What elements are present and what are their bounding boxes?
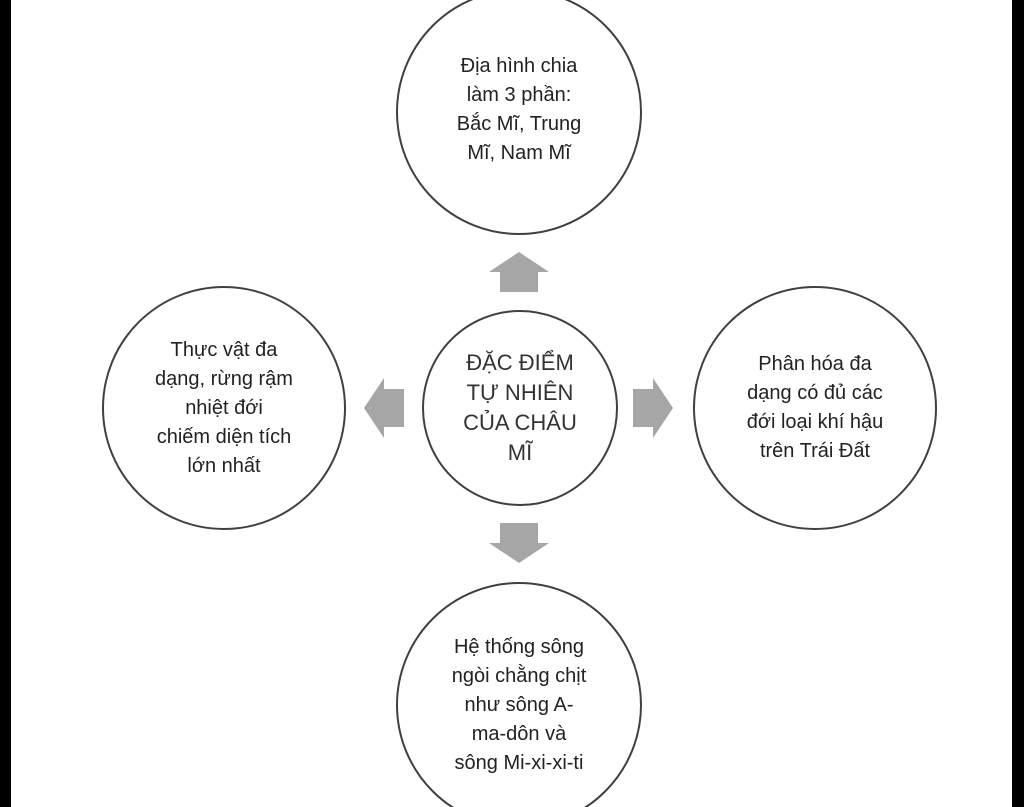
left-text-line: lớn nhất (187, 454, 261, 477)
arrow-down-icon (489, 523, 549, 563)
right-text-line: dạng có đủ các (747, 382, 883, 404)
left-text-line: dạng, rừng rậm (155, 367, 293, 390)
bottom-text-line: ma-dôn và (471, 722, 567, 745)
center-circle (422, 310, 618, 506)
center-node-text: ĐẶC ĐIỂM TỰ NHIÊN CỦA CHÂU MĨ (440, 343, 600, 473)
top-circle (396, 0, 642, 235)
bottom-circle (396, 582, 642, 807)
left-circle (102, 286, 346, 530)
left-text-line: Thực vật đa (170, 338, 278, 361)
center-text-line: ĐẶC ĐIỂM (466, 350, 574, 375)
left-text-line: chiếm diện tích (156, 425, 292, 448)
bottom-node-text: Hệ thống sông ngòi chằng chịt như sông A-m… (419, 630, 619, 780)
left-node-text: Thực vật đa dạng, rừng rậm nhiệt đới chiếm … (124, 333, 324, 483)
left-text-line: nhiệt đới (185, 396, 263, 419)
top-text-line: làm 3 phần: (466, 84, 572, 106)
right-text-line: Phân hóa đa (758, 353, 872, 375)
top-text-line: Bắc Mĩ, Trung (456, 113, 582, 135)
arrow-up-icon (489, 252, 549, 292)
bottom-text-line: Hệ thống sông (453, 635, 585, 658)
bottom-text-line: như sông A- (464, 693, 574, 716)
center-text-line: CỦA CHÂU (463, 410, 577, 435)
arrow-right-icon (633, 378, 673, 438)
right-node-text: Phân hóa đa dạng có đủ các đới loại khí hậ… (715, 348, 915, 468)
bottom-text-line: sông Mi-xi-xi-ti (454, 751, 584, 774)
right-text-line: trên Trái Đất (759, 440, 871, 462)
top-text-line: Mĩ, Nam Mĩ (467, 142, 571, 164)
bottom-text-line: ngòi chằng chịt (451, 664, 587, 687)
center-text-line: MĨ (507, 440, 533, 465)
arrow-left-icon (364, 378, 404, 438)
right-text-line: đới loại khí hậu (746, 411, 884, 433)
top-text-line: Địa hình chia (460, 55, 578, 77)
right-circle (693, 286, 937, 530)
center-text-line: TỰ NHIÊN (466, 380, 574, 405)
